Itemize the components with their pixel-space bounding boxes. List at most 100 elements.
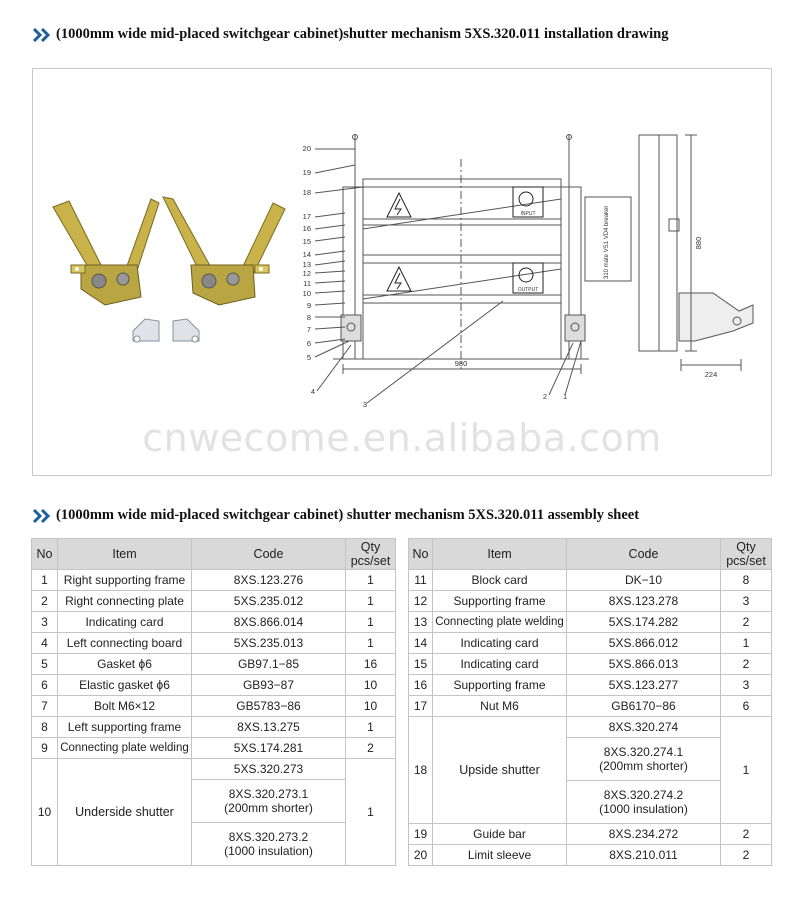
callout-3: 3 — [363, 400, 367, 409]
row-code: 5XS.174.282 — [566, 611, 721, 633]
callout-1: 1 — [563, 392, 567, 401]
row-code: 8XS.123.276 — [191, 569, 346, 591]
header-item: Item — [432, 538, 567, 570]
row-qty: 2 — [720, 611, 772, 633]
row-item: Supporting frame — [432, 590, 567, 612]
code-line: 8XS.320.274.1 — [603, 745, 684, 759]
row-item: Left connecting board — [57, 632, 192, 654]
callout-7: 7 — [307, 325, 311, 334]
row-qty: 2 — [345, 737, 396, 759]
row-qty: 2 — [720, 844, 772, 866]
row-code: 5XS.235.013 — [191, 632, 346, 654]
row-no: 12 — [408, 590, 433, 612]
row-item: Block card — [432, 569, 567, 591]
bracket-photo-left — [52, 198, 160, 306]
row-no: 1 — [31, 569, 58, 591]
row-item: Limit sleeve — [432, 844, 567, 866]
callout-19: 19 — [303, 168, 311, 177]
code-line: 8XS.320.273.1 — [228, 787, 309, 801]
code-line: 8XS.320.273.2 — [228, 830, 309, 844]
callout-10: 10 — [303, 289, 311, 298]
row-qty: 6 — [720, 695, 772, 717]
double-chevron-icon — [32, 508, 51, 523]
row-no: 6 — [31, 674, 58, 696]
drawing-heading-text: (1000mm wide mid-placed switchgear cabin… — [56, 26, 669, 42]
row-no: 8 — [31, 716, 58, 738]
row-qty: 1 — [345, 569, 396, 591]
row-qty: 2 — [720, 653, 772, 675]
row-code: 8XS.210.011 — [566, 844, 721, 866]
header-code: Code — [566, 538, 721, 570]
row-code: 8XS.866.014 — [191, 611, 346, 633]
row-code: 5XS.320.273 — [191, 758, 346, 780]
row-code: GB5783−86 — [191, 695, 346, 717]
row-code: GB93−87 — [191, 674, 346, 696]
row-qty: 1 — [345, 590, 396, 612]
installation-drawing: 20 19 18 17 16 15 14 13 12 11 10 9 8 7 6… — [52, 134, 754, 409]
row-code: 8XS.13.275 — [191, 716, 346, 738]
callout-15: 15 — [303, 237, 311, 246]
header-code: Code — [191, 538, 346, 570]
row-code: 5XS.866.013 — [566, 653, 721, 675]
row-code: GB6170−86 — [566, 695, 721, 717]
row-code: 5XS.235.012 — [191, 590, 346, 612]
callout-6: 6 — [307, 339, 311, 348]
row-no: 17 — [408, 695, 433, 717]
row-qty: 2 — [720, 823, 772, 845]
installation-drawing-figure: 20 19 18 17 16 15 14 13 12 11 10 9 8 7 6… — [32, 68, 772, 476]
row-item: Indicating card — [432, 653, 567, 675]
row-qty: 3 — [720, 590, 772, 612]
header-qty: Qty pcs/set — [720, 538, 772, 570]
row-no: 3 — [31, 611, 58, 633]
callout-5: 5 — [307, 353, 311, 362]
row-no: 18 — [408, 716, 433, 824]
code-note: (200mm shorter) — [224, 801, 313, 815]
row-code: 5XS.866.012 — [566, 632, 721, 654]
row-no: 9 — [31, 737, 58, 759]
row-qty: 1 — [345, 611, 396, 633]
callout-20: 20 — [303, 144, 311, 153]
code-note: (1000 insulation) — [224, 844, 313, 858]
output-label: OUTPUT — [518, 287, 539, 293]
front-view-drawing — [314, 134, 632, 404]
row-code: 5XS.174.281 — [191, 737, 346, 759]
row-no: 20 — [408, 844, 433, 866]
row-code: 8XS.320.274.2(1000 insulation) — [566, 780, 721, 824]
row-item: Left supporting frame — [57, 716, 192, 738]
row-code: 8XS.234.272 — [566, 823, 721, 845]
row-no: 19 — [408, 823, 433, 845]
row-code: 8XS.320.273.2(1000 insulation) — [191, 822, 346, 866]
double-chevron-icon — [32, 27, 51, 42]
callout-16: 16 — [303, 224, 311, 233]
code-line: 5XS.320.273 — [233, 762, 304, 776]
row-no: 2 — [31, 590, 58, 612]
row-item: Right supporting frame — [57, 569, 192, 591]
row-item: Gasket ϕ6 — [57, 653, 192, 675]
row-no: 4 — [31, 632, 58, 654]
row-no: 15 — [408, 653, 433, 675]
row-item: Right connecting plate — [57, 590, 192, 612]
side-dimension: 224 — [705, 370, 718, 379]
row-no: 13 — [408, 611, 433, 633]
row-qty: 1 — [345, 716, 396, 738]
input-label: INPUT — [521, 211, 536, 217]
row-no: 11 — [408, 569, 433, 591]
row-no: 5 — [31, 653, 58, 675]
row-qty: 3 — [720, 674, 772, 696]
row-qty: 1 — [720, 716, 772, 824]
row-code: 8XS.320.273.1(200mm shorter) — [191, 779, 346, 823]
table-row: 8XS.320.273.2(1000 insulation) — [32, 822, 396, 866]
